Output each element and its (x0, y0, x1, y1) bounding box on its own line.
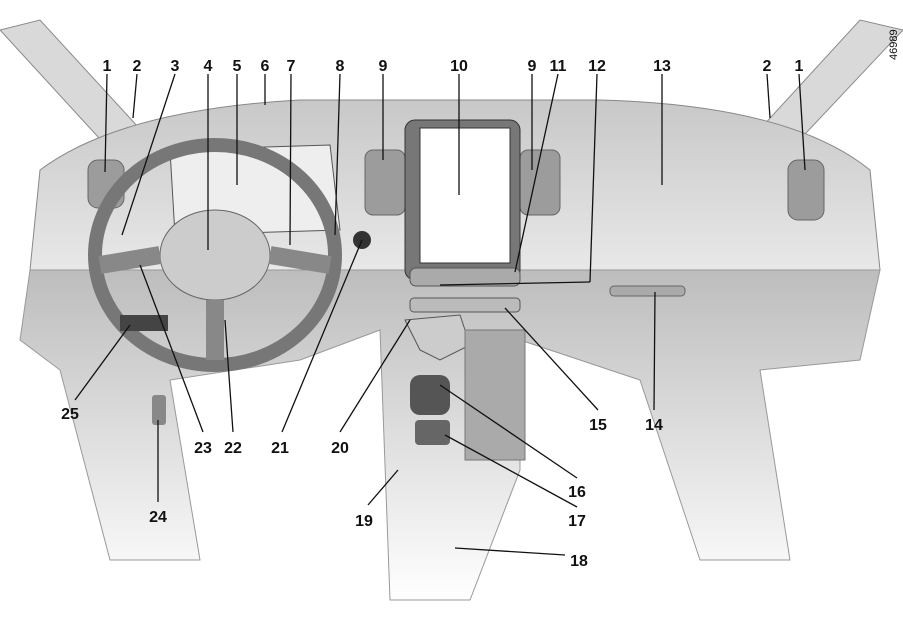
switch-panel (409, 297, 521, 313)
callout-16: 16 (568, 484, 586, 501)
controller (410, 375, 450, 415)
center-left-vent (364, 149, 406, 216)
multimedia-screen (419, 127, 511, 264)
callout-2-left: 2 (133, 58, 142, 75)
control-strip (409, 267, 521, 287)
callout-21: 21 (271, 440, 289, 457)
callout-20: 20 (331, 440, 349, 457)
callout-19: 19 (355, 513, 373, 530)
callout-14: 14 (645, 417, 663, 434)
callout-6: 6 (261, 58, 270, 75)
steering-hub (159, 209, 271, 301)
callout-23: 23 (194, 440, 212, 457)
storage-grille (464, 329, 526, 461)
gear-selector (404, 314, 471, 361)
callout-3: 3 (171, 58, 180, 75)
callout-8: 8 (336, 58, 345, 75)
steering-wheel (88, 138, 342, 372)
switch-block (120, 315, 168, 331)
callout-24: 24 (149, 509, 167, 526)
callout-15: 15 (589, 417, 607, 434)
callout-11: 11 (550, 58, 567, 75)
callout-12: 12 (588, 58, 606, 75)
callout-9-left: 9 (379, 58, 388, 75)
callout-22: 22 (224, 440, 242, 457)
callout-4: 4 (204, 58, 213, 75)
reference-code: 46989 (888, 29, 900, 60)
callout-18: 18 (570, 553, 588, 570)
callout-25: 25 (61, 406, 79, 423)
callout-5: 5 (233, 58, 242, 75)
callout-10: 10 (450, 58, 468, 75)
callout-2-right: 2 (763, 58, 772, 75)
right-vent (787, 159, 825, 221)
callout-labels: 1 2 3 4 5 6 7 8 9 10 9 11 12 13 2 1 25 2… (61, 58, 803, 570)
glovebox-handle (609, 285, 686, 297)
steering-spokes (98, 246, 332, 360)
callout-7: 7 (287, 58, 296, 75)
bonnet-release (152, 395, 166, 425)
callout-1-left: 1 (103, 58, 112, 75)
callout-9-right: 9 (528, 58, 537, 75)
callout-1-right: 1 (795, 58, 804, 75)
callout-17: 17 (568, 513, 586, 530)
leader-lines (74, 73, 806, 556)
callout-13: 13 (653, 58, 671, 75)
parking-brake (415, 420, 450, 445)
